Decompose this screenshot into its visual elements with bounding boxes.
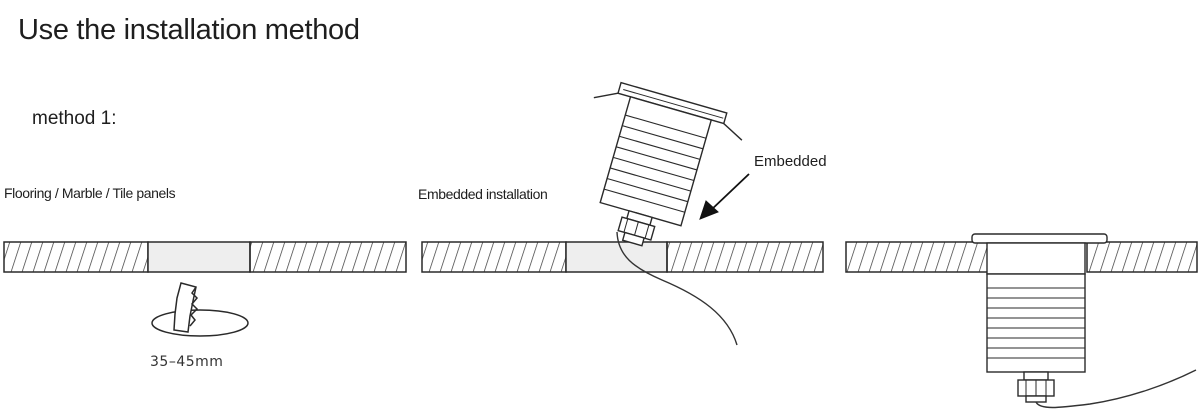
drill-hole-sketch [151,282,249,337]
method-label: method 1: [32,108,117,129]
floor-panel-3 [845,241,1198,273]
floor-panel-1 [3,241,407,273]
drill-depth-label: 35–45mm [150,354,224,370]
light-fixture-installed [971,233,1108,403]
power-cable-3 [1035,369,1197,409]
panel-material-label: Flooring / Marble / Tile panels [4,185,176,201]
insert-direction-arrow [699,173,750,220]
page-title: Use the installation method [18,14,360,46]
light-fixture-tilted [593,81,743,247]
embedded-installation-label: Embedded installation [418,186,548,202]
floor-panel-2 [421,241,824,273]
embedded-label: Embedded [754,153,827,170]
power-cable-2 [616,231,738,346]
